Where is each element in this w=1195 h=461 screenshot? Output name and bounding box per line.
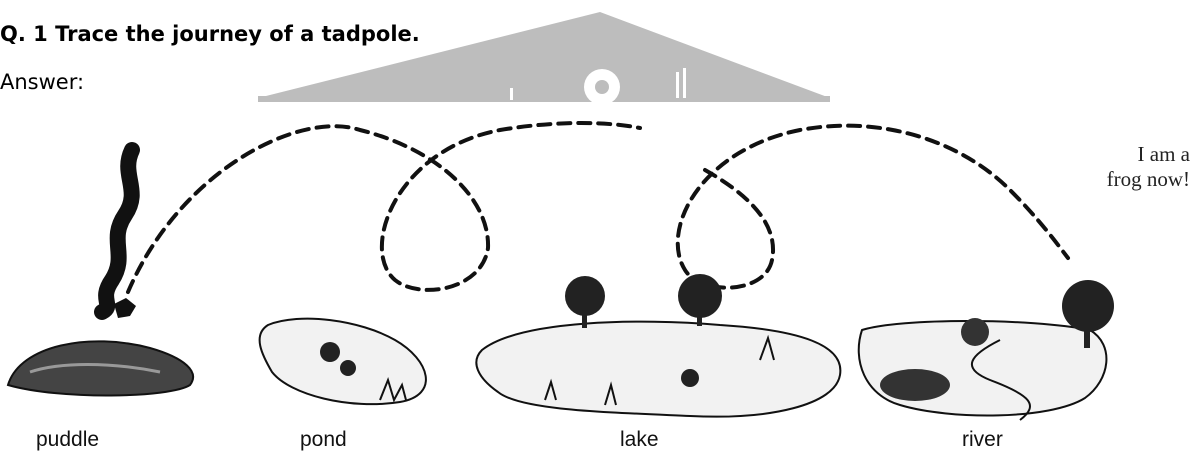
small-frog-icon xyxy=(114,298,136,318)
label-pond: pond xyxy=(300,428,347,451)
tadpole-tail xyxy=(94,142,140,320)
speech-line-2: frog now! xyxy=(1106,167,1190,191)
puddle-illustration xyxy=(6,340,195,397)
speech-bubble-text: I am a frog now! xyxy=(1080,142,1190,192)
lake-illustration xyxy=(475,274,842,418)
pond-illustration xyxy=(258,317,427,406)
answer-label: Answer: xyxy=(0,70,85,94)
speech-line-1: I am a xyxy=(1137,142,1190,166)
label-lake: lake xyxy=(620,428,659,451)
label-puddle: puddle xyxy=(36,428,100,451)
watermark-logo xyxy=(258,12,830,105)
question-title: Q. 1 Trace the journey of a tadpole. xyxy=(0,22,420,46)
journey-path xyxy=(126,121,1070,294)
label-river: river xyxy=(962,428,1003,451)
river-illustration xyxy=(857,280,1114,421)
